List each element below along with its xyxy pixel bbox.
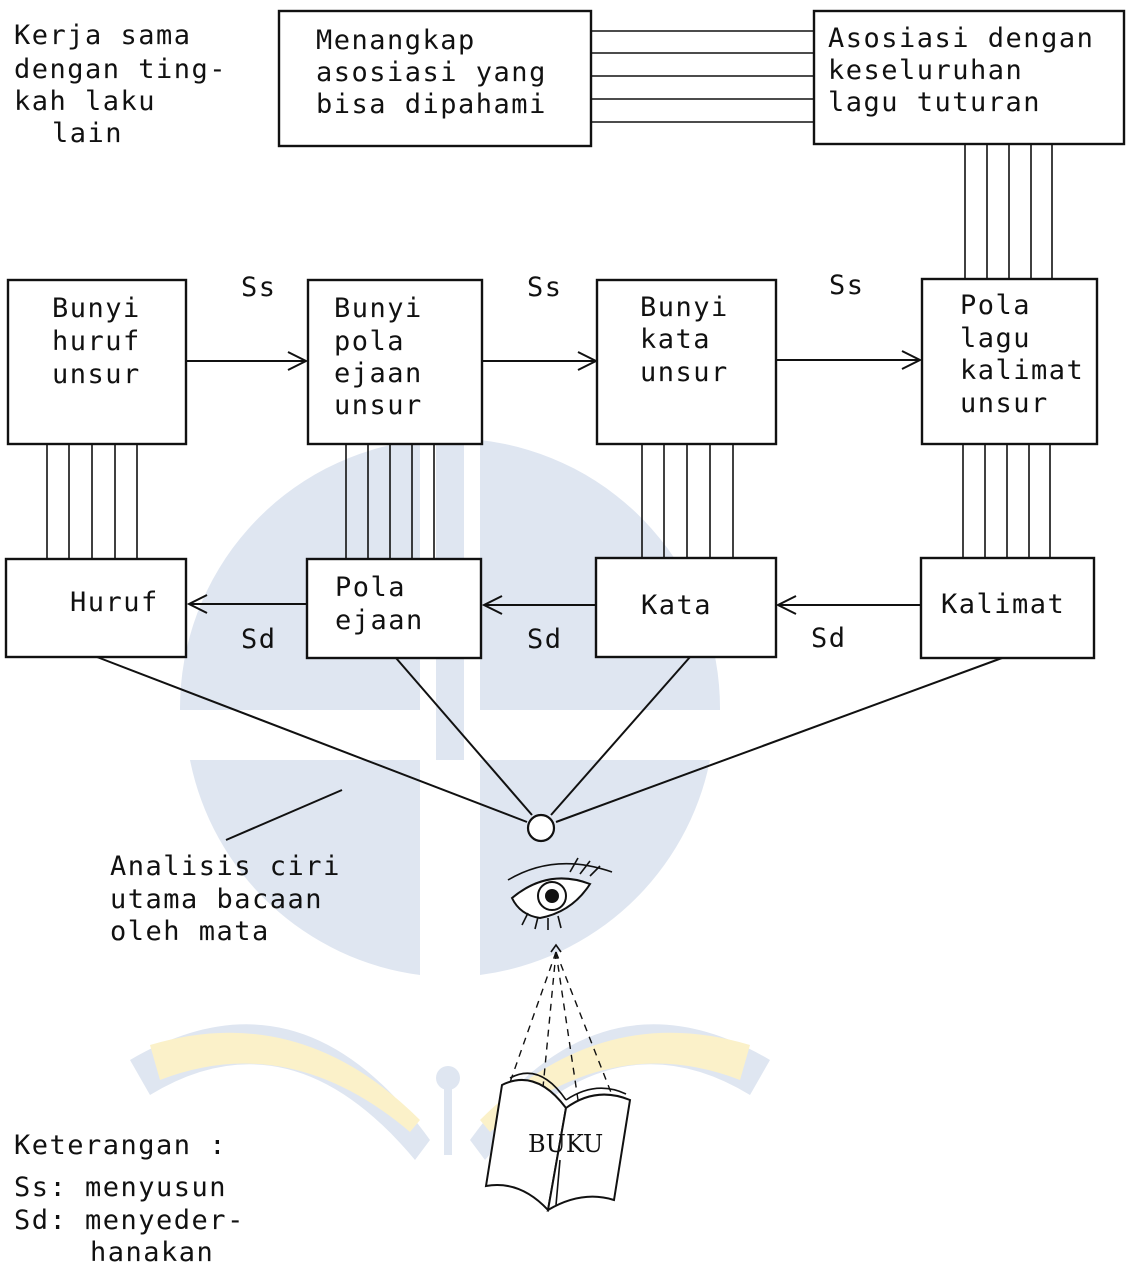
box-line: unsur <box>960 388 1049 419</box>
sd-label: Sd <box>527 624 563 655</box>
box-line: kata <box>640 324 711 355</box>
cooperation-note-line: kah laku <box>14 86 156 117</box>
box-letter-text: Huruf <box>70 587 159 618</box>
box-line: ejaan <box>335 605 424 636</box>
row-connector <box>963 444 1050 558</box>
watermark-logo-icon <box>130 430 770 1160</box>
box-line: lagu <box>960 323 1031 354</box>
book-label: BUKU <box>528 1130 603 1158</box>
eye-caption-line: Analisis ciri <box>110 851 341 882</box>
box-line: bisa dipahami <box>316 89 547 120</box>
ss-label: Ss <box>829 270 865 301</box>
box-line: Pola <box>335 572 406 603</box>
cooperation-note-line: lain <box>52 118 123 149</box>
sd-label: Sd <box>241 624 277 655</box>
box-line: Pola <box>960 290 1031 321</box>
box-line: Bunyi <box>334 293 423 324</box>
focus-point-icon <box>528 815 554 841</box>
box-line: asosiasi yang <box>316 57 547 88</box>
legend: Keterangan : Ss: menyusun Sd: menyeder- … <box>14 1130 263 1266</box>
box-word-text: Kata <box>641 590 712 621</box>
legend-ss: Ss: menyusun <box>14 1172 227 1203</box>
box-line: unsur <box>640 357 729 388</box>
box-line: Menangkap <box>316 25 476 56</box>
ss-label: Ss <box>527 272 563 303</box>
box-line: keseluruhan <box>828 55 1023 86</box>
legend-title: Keterangan : <box>14 1130 227 1161</box>
box-line: Bunyi <box>52 293 141 324</box>
legend-sd: Sd: menyeder- <box>14 1205 245 1236</box>
cooperation-note-line: dengan ting- <box>14 54 227 85</box>
box-line: unsur <box>52 359 141 390</box>
cooperation-note-line: Kerja sama <box>14 20 192 51</box>
box-line: unsur <box>334 390 423 421</box>
box-line: Asosiasi dengan <box>828 23 1094 54</box>
box-line: huruf <box>52 326 141 357</box>
ss-arrow <box>186 352 306 370</box>
sd-label: Sd <box>811 623 847 654</box>
box-line: ejaan <box>334 358 423 389</box>
legend-sd-continued: hanakan <box>90 1237 214 1266</box>
cooperation-note: Kerja sama dengan ting- kah laku lain <box>14 20 245 149</box>
eye-caption-line: utama bacaan <box>110 884 323 915</box>
ss-arrow <box>776 351 920 369</box>
top-boxes-connector <box>591 31 814 122</box>
right-vertical-connector <box>965 144 1052 279</box>
box-sentence-text: Kalimat <box>941 589 1065 620</box>
ss-label: Ss <box>241 272 277 303</box>
box-line: Bunyi <box>640 292 729 323</box>
eye-caption-line: oleh mata <box>110 916 270 947</box>
sd-arrow <box>778 596 921 614</box>
row-connector <box>47 444 137 559</box>
ss-arrow <box>482 352 596 370</box>
box-line: pola <box>334 326 405 357</box>
box-line: kalimat <box>960 355 1084 386</box>
box-line: lagu tuturan <box>828 87 1041 118</box>
